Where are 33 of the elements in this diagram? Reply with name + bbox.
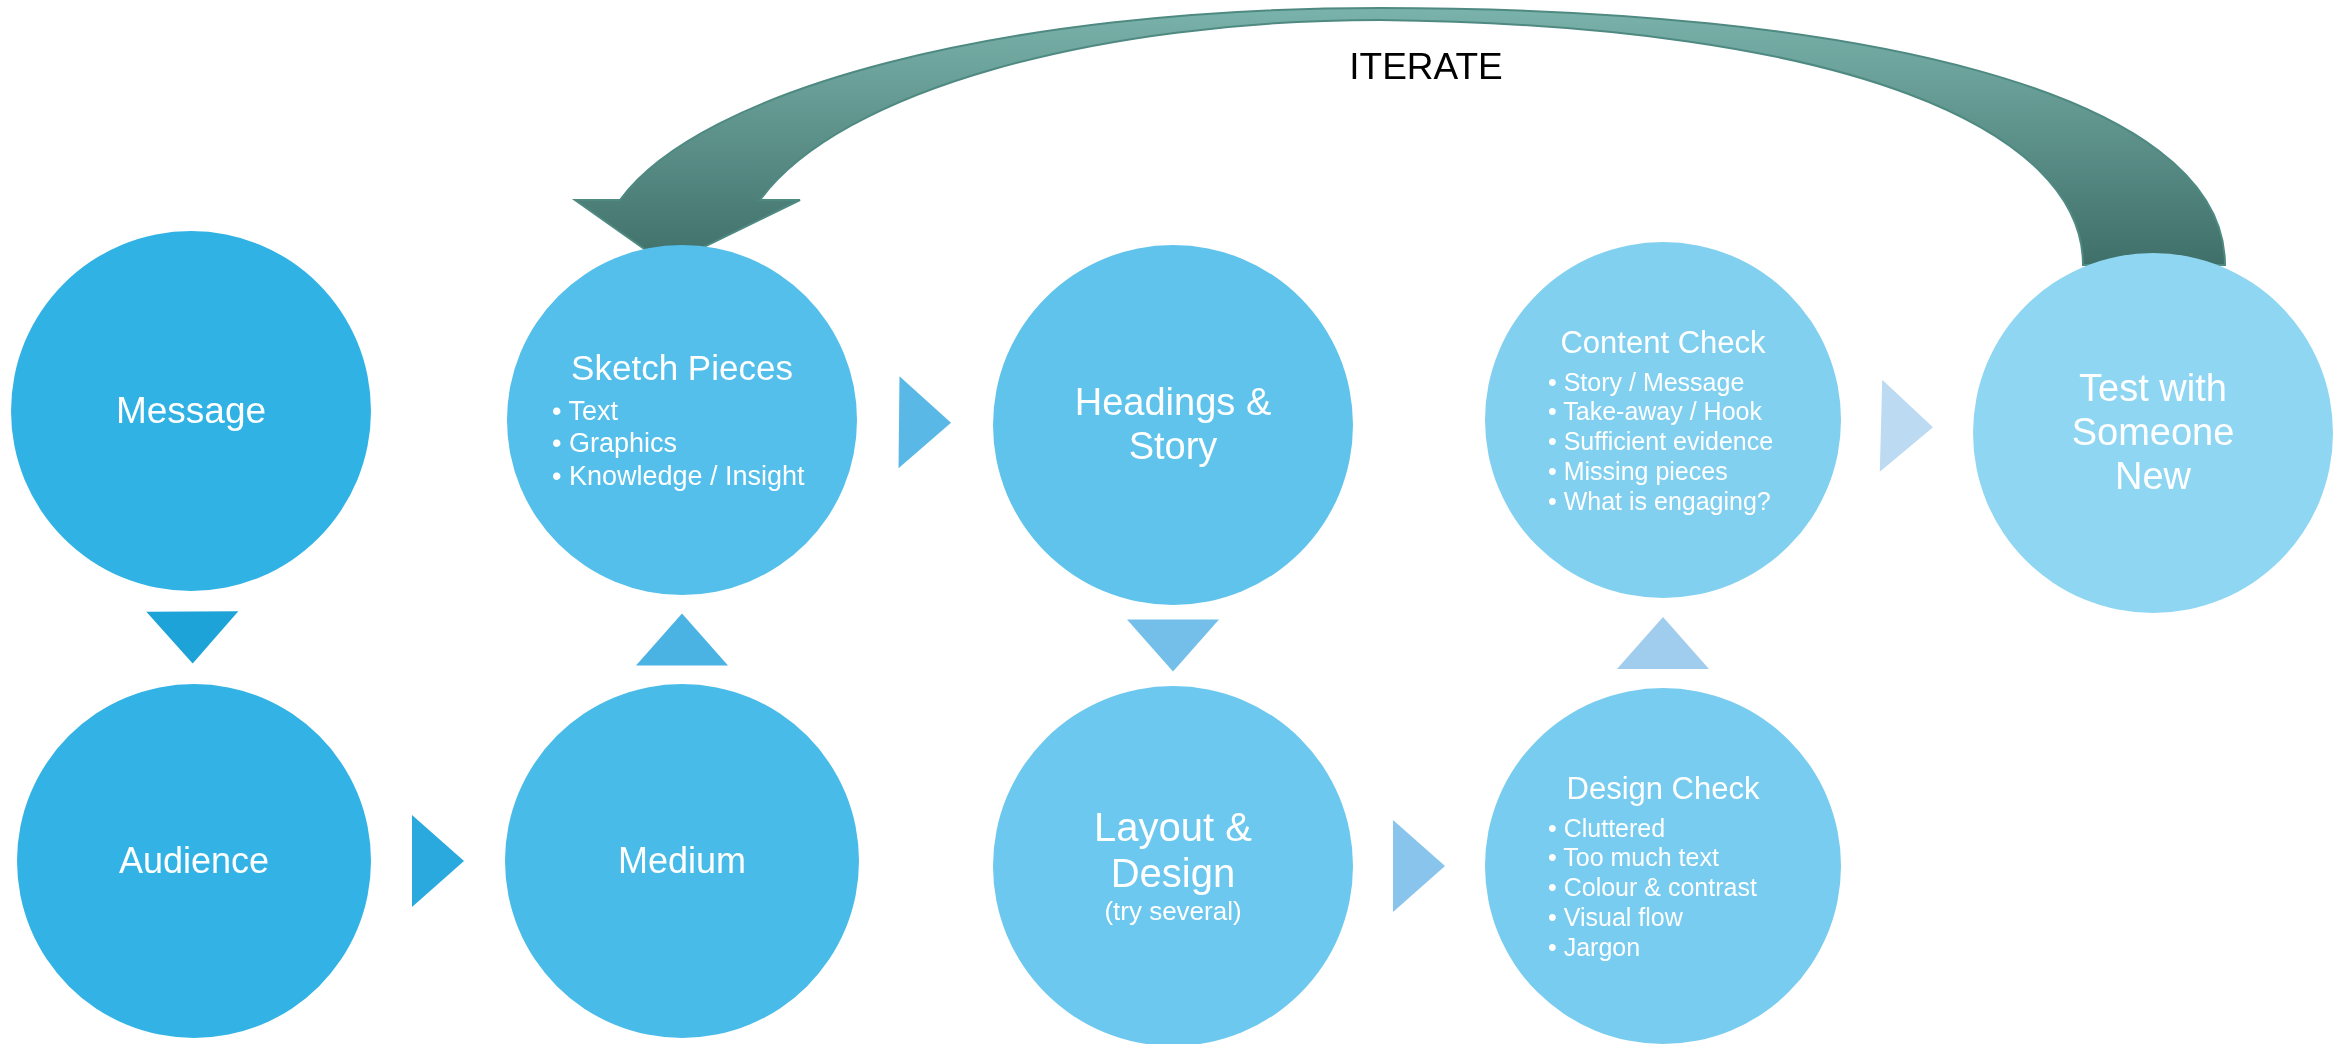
bullet-item: • Knowledge / Insight <box>552 460 806 492</box>
bullet-item: • Graphics <box>552 428 678 460</box>
bullet-item: • Story / Message <box>1548 367 1746 397</box>
bullet-item: • Text <box>552 396 619 428</box>
bullet-item: • Take-away / Hook <box>1548 397 1763 427</box>
node-note: (try several) <box>1104 896 1242 928</box>
node-label: Layout & Design <box>1093 804 1253 897</box>
node-label: Headings & Story <box>1073 381 1273 469</box>
edge-label: ITERATE <box>1349 46 1503 88</box>
arrow <box>412 815 464 907</box>
bullet-item: • Jargon <box>1548 932 1642 962</box>
curved-arrow <box>574 7 2226 266</box>
bullet-item: • Visual flow <box>1548 902 1684 932</box>
node-label: Audience <box>118 840 270 882</box>
bullet-item: • Missing pieces <box>1548 456 1729 486</box>
arrow <box>1879 379 1933 472</box>
bullet-item: • Colour & contrast <box>1548 873 1758 902</box>
arrow <box>1393 820 1445 912</box>
node-label: Test with Someone New <box>2070 367 2236 499</box>
node-label: Medium <box>617 840 746 882</box>
bullet-item: • Cluttered <box>1548 813 1667 843</box>
arrow <box>636 613 728 666</box>
arrow <box>146 611 239 664</box>
node-label: Message <box>115 389 267 433</box>
arrow <box>1127 619 1219 672</box>
bullet-item: • Sufficient evidence <box>1548 427 1775 456</box>
node-heading: Sketch Pieces <box>571 347 793 390</box>
node-heading: Content Check <box>1560 323 1766 361</box>
bullet-item: • What is engaging? <box>1548 486 1772 516</box>
node-heading: Design Check <box>1566 769 1760 807</box>
arrow <box>1617 617 1709 669</box>
bullet-item: • Too much text <box>1548 843 1720 873</box>
arrow <box>898 376 951 469</box>
